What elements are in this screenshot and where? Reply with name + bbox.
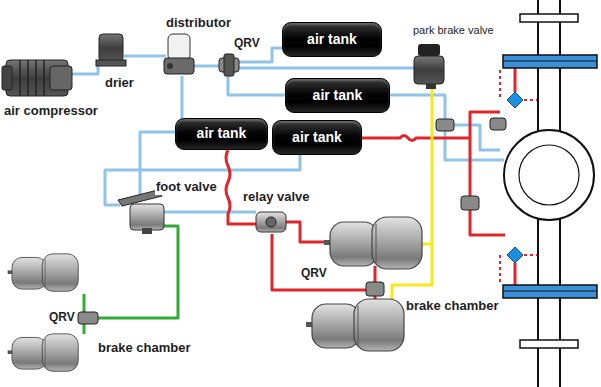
part-label: park brake valve — [412, 24, 495, 37]
air-tank: air tank — [285, 78, 390, 113]
air-tank: air tank — [272, 120, 362, 155]
part-label: brake chamber — [405, 299, 500, 314]
part-label: drier — [104, 76, 135, 91]
part-label: relay valve — [242, 190, 311, 205]
part-label: QRV — [300, 267, 328, 281]
part-label: distributor — [165, 16, 232, 31]
tank-label: air tank — [313, 88, 363, 103]
tank-label: air tank — [307, 32, 357, 47]
air-tank: air tank — [175, 118, 268, 150]
part-label: air compressor — [3, 104, 99, 119]
part-label: brake chamber — [97, 341, 192, 356]
part-label: QRV — [48, 311, 76, 325]
air-tank: air tank — [282, 22, 382, 57]
part-label: foot valve — [155, 180, 218, 195]
tank-label: air tank — [197, 126, 247, 141]
part-label: QRV — [233, 37, 261, 51]
tank-label: air tank — [292, 130, 342, 145]
